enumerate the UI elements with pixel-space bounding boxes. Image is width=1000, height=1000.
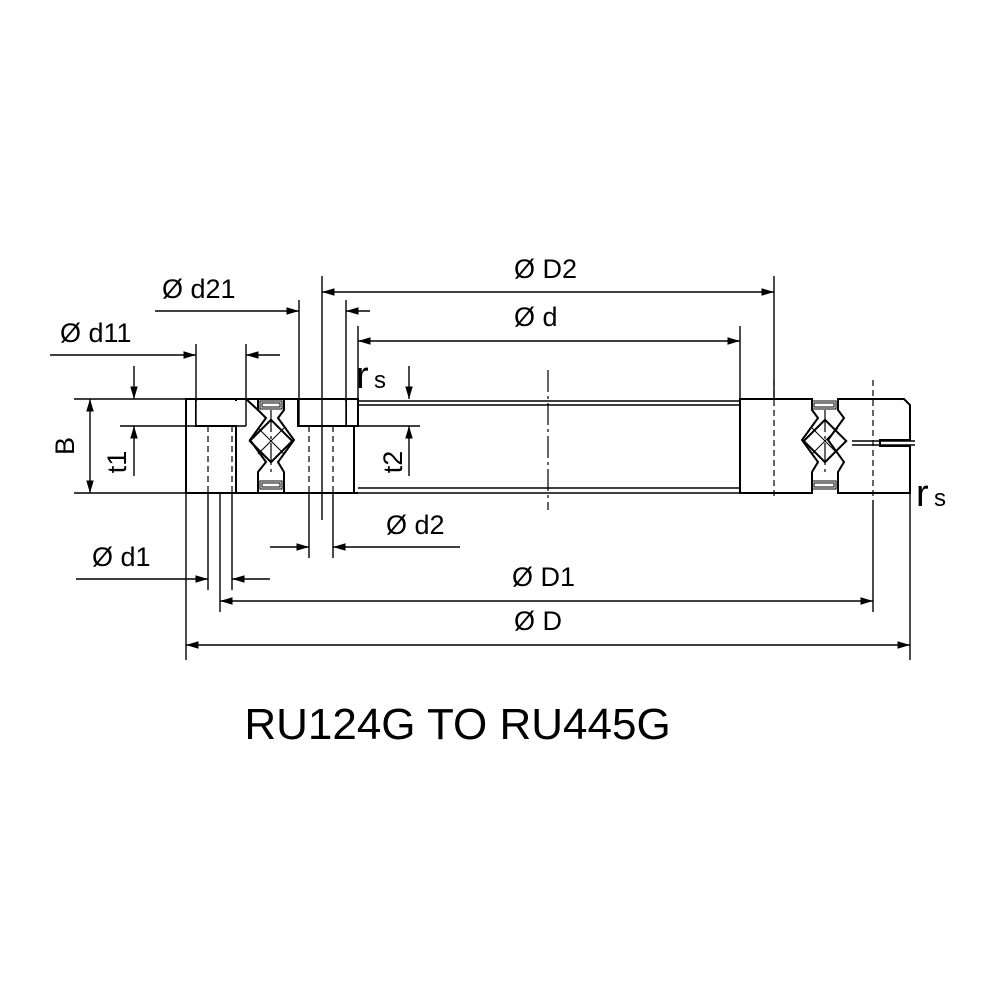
label-D: Ø D	[514, 606, 562, 636]
inner-ring-right	[739, 398, 820, 494]
label-D1: Ø D1	[512, 562, 575, 592]
inner-ring-left	[276, 398, 355, 494]
label-B: B	[50, 437, 80, 455]
svg-text:r: r	[356, 355, 369, 397]
dimension-lines	[50, 276, 911, 660]
label-t1: t1	[102, 451, 132, 474]
label-d: Ø d	[514, 302, 558, 332]
label-rs-right: r s	[916, 473, 946, 515]
svg-text:s: s	[374, 367, 386, 394]
left-section	[185, 398, 740, 494]
label-D2: Ø D2	[514, 254, 577, 284]
label-d11: Ø d11	[60, 318, 132, 348]
seal-top-right	[811, 400, 837, 410]
seal-top-left	[259, 400, 283, 410]
svg-text:r: r	[916, 473, 929, 515]
label-d2: Ø d2	[386, 510, 445, 540]
label-d21: Ø d21	[162, 274, 236, 304]
label-d1: Ø d1	[92, 542, 151, 572]
drawing-title: RU124G TO RU445G	[244, 700, 671, 749]
seal-bottom-left	[259, 480, 283, 490]
svg-text:s: s	[934, 485, 946, 512]
seal-bottom-right	[811, 480, 837, 490]
label-rs-top: r s	[356, 355, 386, 397]
right-section	[739, 380, 915, 500]
label-t2: t2	[378, 451, 408, 474]
